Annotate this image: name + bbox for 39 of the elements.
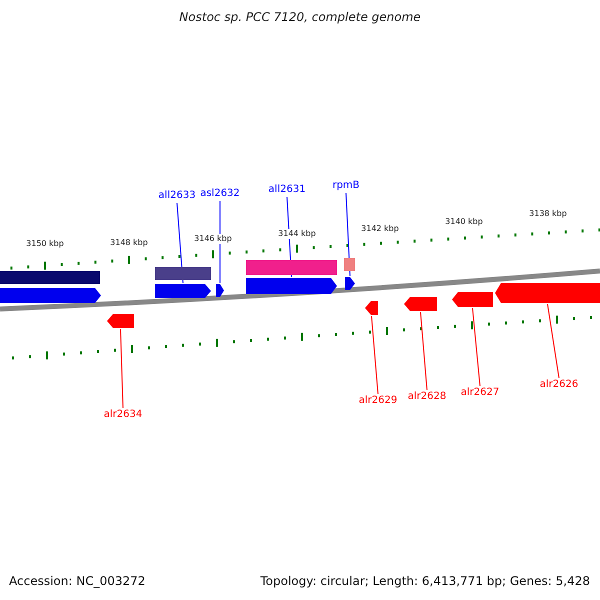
scale-label: 3140 kbp	[445, 217, 483, 227]
gene-label: all2631	[268, 184, 306, 196]
gene-feature	[404, 297, 437, 311]
gene-label: asl2632	[200, 188, 240, 200]
gene-feature	[345, 277, 355, 290]
leader-line	[120, 328, 124, 408]
gene-bar	[0, 271, 100, 284]
leader-line	[472, 308, 480, 386]
leader-line	[346, 192, 350, 276]
scale-label: 3146 kbp	[194, 234, 232, 244]
scale-label: 3148 kbp	[110, 238, 148, 248]
gene-label: alr2627	[460, 387, 500, 399]
gene-label: alr2634	[104, 409, 142, 421]
gene-label: alr2628	[408, 391, 446, 403]
gene-bar	[155, 267, 211, 280]
scale-label: 3138 kbp	[529, 209, 567, 219]
title: Nostoc sp. PCC 7120, complete genome	[179, 10, 421, 24]
footer-text: Topology: circular; Length: 6,413,771 bp; Genes: 5,428	[260, 574, 590, 590]
leader-line	[547, 304, 560, 378]
gene-feature	[452, 292, 493, 307]
scale-label: 3142 kbp	[361, 224, 399, 234]
gene-feature	[107, 314, 134, 328]
gene-label: rpmB	[332, 180, 360, 192]
footer-text: Accession: NC_003272	[9, 574, 146, 590]
gene-label: alr2626	[540, 379, 578, 391]
gene-feature	[0, 288, 101, 303]
gene-label: alr2629	[358, 395, 398, 407]
gene-bar	[246, 260, 337, 275]
gene-label: all2633	[158, 190, 196, 202]
leader-line	[371, 316, 378, 394]
gene-feature	[365, 301, 378, 315]
scale-label: 3144 kbp	[278, 229, 316, 239]
gene-feature	[155, 284, 211, 298]
gene-bar	[344, 258, 355, 271]
gene-feature	[216, 284, 224, 297]
leader-line	[420, 312, 428, 390]
gene-feature	[495, 283, 600, 303]
scale-label: 3150 kbp	[26, 239, 64, 249]
gene-feature	[246, 278, 337, 294]
